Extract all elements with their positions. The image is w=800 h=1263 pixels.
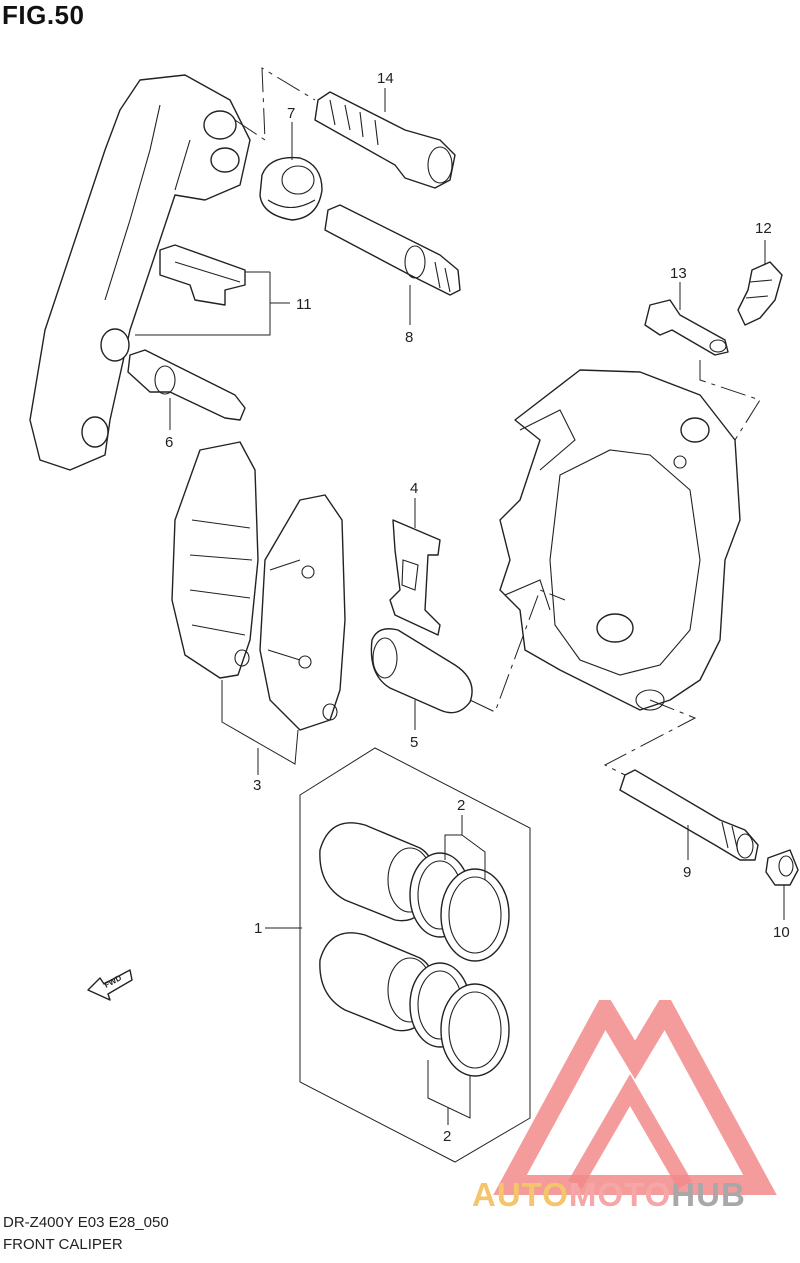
assembly-lines xyxy=(234,67,761,776)
watermark-auto: AUTO xyxy=(472,1176,569,1213)
watermark-text: AUTOMOTOHUB xyxy=(472,1176,746,1214)
callout-2-lower: 2 xyxy=(443,1128,451,1145)
plug-part-10 xyxy=(765,849,799,886)
piston-upper xyxy=(319,822,510,962)
watermark-moto: MOTO xyxy=(568,1176,672,1213)
caliper-body xyxy=(499,369,741,711)
watermark-hub: HUB xyxy=(671,1176,746,1213)
boot-part-7 xyxy=(259,156,323,221)
pin-part-9 xyxy=(619,769,759,861)
bleeder-cap-part-13 xyxy=(644,299,729,356)
pad-spring-part-11 xyxy=(159,244,246,306)
callout-13: 13 xyxy=(670,265,687,282)
pin-part-6 xyxy=(127,349,246,421)
callout-5: 5 xyxy=(410,734,418,751)
piston-lower xyxy=(319,932,510,1077)
caliper-bracket xyxy=(29,74,251,471)
callout-1: 1 xyxy=(254,920,262,937)
callout-10: 10 xyxy=(773,924,790,941)
fwd-arrow-icon: FWD xyxy=(87,969,133,1001)
figure-caption: FRONT CALIPER xyxy=(3,1236,123,1253)
watermark-logo-icon xyxy=(493,1000,777,1195)
callout-7: 7 xyxy=(287,105,295,122)
figure-title: FIG.50 xyxy=(2,0,85,30)
callout-14: 14 xyxy=(377,70,394,87)
pad-retainer-part-4 xyxy=(389,519,441,636)
piston-kit-part-1 xyxy=(299,747,531,1163)
callout-12: 12 xyxy=(755,220,772,237)
callout-11: 11 xyxy=(296,296,312,313)
callout-6: 6 xyxy=(165,434,173,451)
bleeder-valve-part-12 xyxy=(737,261,783,326)
callout-4: 4 xyxy=(410,480,418,497)
callout-9: 9 xyxy=(683,864,691,881)
callout-2-upper: 2 xyxy=(457,797,465,814)
model-code: DR-Z400Y E03 E28_050 xyxy=(3,1214,169,1231)
leader-lines xyxy=(135,88,785,1125)
pin-part-8 xyxy=(324,204,461,296)
pin-part-5 xyxy=(370,628,473,714)
brake-pads-part-3 xyxy=(171,441,346,731)
callout-8: 8 xyxy=(405,329,413,346)
figure-footer: DR-Z400Y E03 E28_050 FRONT CALIPER xyxy=(3,1212,169,1256)
bolt-part-14 xyxy=(314,91,456,189)
callout-3: 3 xyxy=(253,777,261,794)
callout-labels: 14 7 8 11 6 3 4 5 12 13 9 10 1 2 2 xyxy=(165,70,790,1145)
